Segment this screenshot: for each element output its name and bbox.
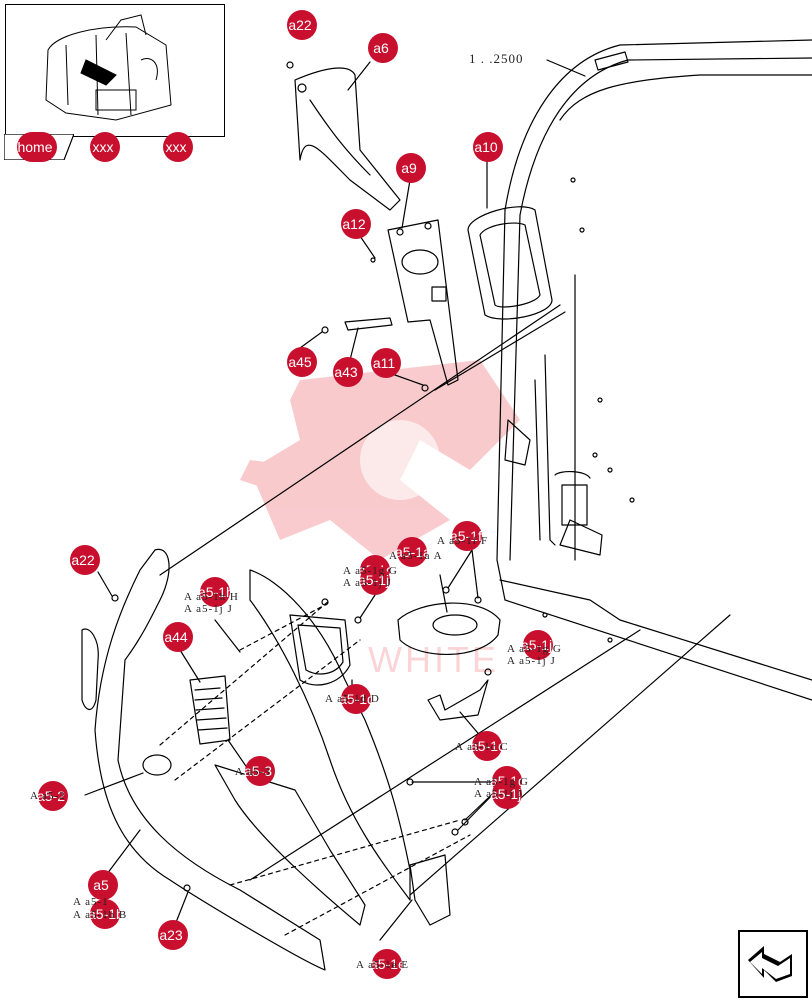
callout-a11[interactable]: a11 bbox=[371, 348, 401, 378]
callout-label: a5-1f bbox=[450, 528, 482, 544]
watermark-logo bbox=[240, 360, 520, 560]
ref-a5-1a-bottom: A a5-1 bbox=[73, 896, 109, 908]
inset-link-2[interactable]: xxx bbox=[163, 132, 193, 162]
inset-link-1[interactable]: xxx bbox=[90, 132, 120, 162]
callout-a5[interactable]: a5 bbox=[88, 870, 118, 900]
callout-label: a5-3 bbox=[243, 763, 273, 779]
ref-a5-1a: A a5-1a A bbox=[389, 550, 443, 562]
callout-a5-2[interactable]: a5-2 bbox=[36, 781, 68, 811]
navigate-back-icon bbox=[748, 946, 792, 982]
callout-label: a22 bbox=[288, 17, 312, 33]
navigate-back-button[interactable] bbox=[738, 930, 808, 998]
callout-label: a23 bbox=[159, 927, 183, 943]
callout-a5-1j-right[interactable]: a5-1j bbox=[521, 630, 553, 660]
home-label: home bbox=[17, 139, 53, 155]
callout-label: a5-1j bbox=[521, 637, 553, 653]
callout-a9[interactable]: a9 bbox=[396, 153, 426, 183]
callout-a22-top[interactable]: a22 bbox=[287, 10, 317, 40]
callout-label: a5-1h bbox=[198, 584, 234, 600]
callout-label: a5-1d bbox=[339, 691, 375, 707]
ref-a5-1b: A a5-1b B bbox=[73, 909, 128, 921]
callout-label: a22 bbox=[71, 552, 95, 568]
callout-a5-1d[interactable]: a5-1d bbox=[339, 684, 375, 714]
inset-link-1-label: xxx bbox=[92, 139, 114, 155]
callout-a5-1h[interactable]: a5-1h bbox=[198, 577, 234, 607]
callout-label: a10 bbox=[474, 139, 498, 155]
callout-a12[interactable]: a12 bbox=[341, 209, 371, 239]
callout-label: a5-2 bbox=[36, 788, 66, 804]
callout-label: a5-1b bbox=[88, 906, 124, 922]
ref-a5-1j-left: A a5-1j J bbox=[184, 603, 233, 615]
callout-a43[interactable]: a43 bbox=[333, 357, 363, 387]
callout-a5-1j-top[interactable]: a5-1j bbox=[358, 565, 390, 595]
ref-a5-1f: A a5-1f F bbox=[437, 535, 489, 547]
ref-a5-1j-top: A a5-1j J bbox=[343, 577, 392, 589]
ref-a5-1j-bottom: A a5-1j J bbox=[474, 788, 523, 800]
callout-label: a9 bbox=[401, 160, 417, 176]
ref-a5-1d: A a5-1d D bbox=[325, 693, 380, 705]
ref-a5-1j-right: A a5-1j J bbox=[507, 655, 556, 667]
callout-a22-left[interactable]: a22 bbox=[70, 545, 100, 575]
inset-link-2-label: xxx bbox=[165, 139, 187, 155]
callout-a5-1f[interactable]: a5-1f bbox=[450, 521, 482, 551]
callout-label: a5-1j bbox=[358, 572, 390, 588]
callout-a44[interactable]: a44 bbox=[163, 622, 193, 652]
callout-a5-1e[interactable]: a5-1e bbox=[370, 949, 406, 979]
callout-a10[interactable]: a10 bbox=[473, 132, 503, 162]
callout-a45[interactable]: a45 bbox=[287, 347, 317, 377]
ref-a5-1c: A a5-1c C bbox=[455, 741, 509, 753]
callout-a6[interactable]: a6 bbox=[368, 33, 398, 63]
home-button[interactable]: home bbox=[17, 132, 57, 162]
ref-a5-1g-right: A a5-1g G bbox=[507, 643, 562, 655]
callout-a23[interactable]: a23 bbox=[158, 920, 188, 950]
callout-label: a44 bbox=[164, 629, 188, 645]
overview-inset bbox=[5, 4, 225, 137]
machine-thumbnail bbox=[45, 14, 172, 121]
callout-a5-3[interactable]: a5-3 bbox=[243, 756, 275, 786]
callout-label: a12 bbox=[342, 216, 366, 232]
callout-label: a6 bbox=[373, 40, 389, 56]
callout-label: a5-1j bbox=[490, 786, 522, 802]
callout-a5-1j-bottom[interactable]: a5-1j bbox=[490, 779, 522, 809]
callout-label: a11 bbox=[372, 355, 396, 371]
callout-a5-1a[interactable]: a5-1a bbox=[395, 537, 431, 567]
ref-a5-3: A a5-3 bbox=[235, 766, 271, 778]
callout-label: a5-1c bbox=[470, 738, 506, 754]
callout-label: a5 bbox=[93, 877, 109, 893]
callout-label: a5-1a bbox=[395, 544, 431, 560]
ref-a5-1g-top: A a5-1g G bbox=[343, 565, 398, 577]
ref-top: 1 . .2500 bbox=[469, 51, 524, 66]
callout-label: a45 bbox=[288, 354, 312, 370]
callout-a5-1b[interactable]: a5-1b bbox=[88, 899, 124, 929]
watermark-text: WHITE bbox=[368, 639, 499, 680]
ref-a5-1e: A a5-1e E bbox=[356, 959, 409, 971]
ref-a5-2: A a5-2 bbox=[30, 790, 66, 802]
callout-a5-1c[interactable]: a5-1c bbox=[470, 731, 506, 761]
ref-a5-1h: A a5-1h H bbox=[184, 591, 239, 603]
callout-label: a43 bbox=[334, 364, 358, 380]
callout-label: a5-1e bbox=[370, 956, 406, 972]
ref-a5-1g-bottom: A a5-1g G bbox=[474, 776, 529, 788]
